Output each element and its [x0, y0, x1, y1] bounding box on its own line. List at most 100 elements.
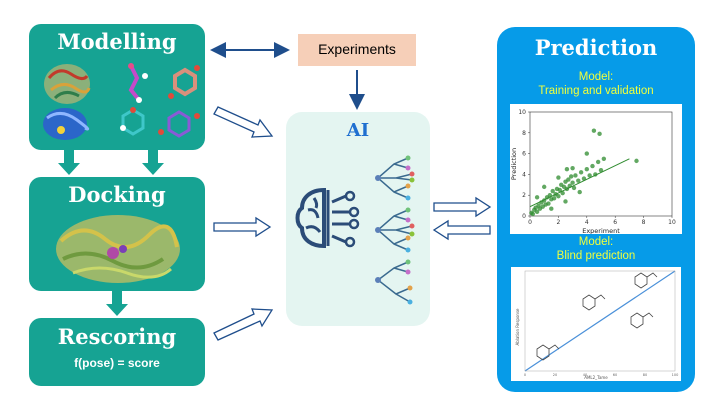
rescoring-title: Rescoring — [57, 324, 177, 349]
rescoring-ai-arrow — [213, 308, 274, 341]
scatter-point — [570, 180, 575, 185]
y-tick-label: 6 — [522, 151, 526, 158]
y-tick-label: 10 — [518, 109, 526, 116]
model2-line2: Blind prediction — [556, 250, 636, 262]
scatter-point — [590, 163, 595, 169]
scatter-point — [584, 167, 589, 172]
scatter-point — [595, 159, 601, 165]
model1-line1: Model: — [578, 71, 614, 83]
scatter-point — [534, 195, 540, 200]
docking-rescoring-arrow — [106, 291, 128, 316]
protein-cartoon-icon — [44, 64, 91, 104]
tree-nodes — [375, 155, 415, 305]
scatter-point — [577, 189, 582, 195]
tree-1 — [377, 157, 413, 199]
rescoring-box: Rescoring f(pose) = score — [29, 318, 205, 386]
x-tick-label: 4 — [585, 219, 589, 226]
trend-line — [529, 158, 630, 208]
molecule-violet-icon — [158, 110, 200, 138]
blind-molecule-2 — [582, 294, 606, 311]
scatter-point — [564, 167, 570, 172]
ai-prediction-arrow — [433, 196, 492, 218]
scatter-point — [560, 190, 565, 196]
scatter-point — [598, 168, 604, 173]
x-axis-label: Experiment — [582, 227, 620, 234]
blind-x-tick-label: 40 — [583, 373, 587, 377]
x-tick-label: 0 — [528, 219, 532, 226]
x-tick-label: 6 — [613, 219, 617, 226]
blind-ylabel: Ablation Response — [515, 308, 520, 346]
tree-2 — [377, 209, 413, 251]
decision-trees-icon — [375, 155, 415, 305]
scatter-point — [549, 206, 554, 211]
scatter-point — [551, 196, 557, 201]
molecule-images — [43, 63, 200, 140]
docking-box: Docking — [29, 177, 205, 291]
experiments-box: Experiments — [298, 34, 416, 66]
ligand-icon — [168, 65, 200, 99]
scatter-point — [556, 194, 561, 199]
scatter-point — [591, 128, 597, 133]
scatter-point — [571, 185, 577, 191]
modelling-ai-arrow — [213, 106, 274, 138]
scatter-point — [570, 165, 575, 171]
modelling-docking-arrow-left — [58, 150, 80, 175]
brain-circuit-icon — [295, 187, 360, 249]
scatter-point — [584, 151, 589, 156]
scatter-point — [634, 158, 639, 164]
molecule-cyan-icon — [120, 107, 145, 136]
scatter-point — [542, 184, 547, 190]
docking-ai-arrow — [213, 216, 272, 238]
docking-protein-image — [56, 215, 180, 283]
scatter-point — [557, 187, 563, 193]
blind-molecule-3 — [630, 312, 654, 329]
ai-label: AI — [346, 120, 370, 141]
model1-line2: Training and validation — [538, 85, 654, 97]
y-tick-label: 0 — [522, 213, 526, 220]
scatter-point — [556, 175, 561, 180]
scatter-point — [568, 174, 574, 179]
scatter-point — [576, 178, 581, 183]
blind-x-tick-label: 100 — [672, 373, 679, 377]
docking-title: Docking — [68, 182, 166, 207]
scatter-point — [601, 156, 607, 161]
scatter-point — [546, 201, 551, 206]
y-tick-label: 4 — [522, 171, 526, 178]
blind-x-tick-label: 0 — [524, 373, 526, 377]
plot-frame — [529, 111, 673, 217]
experiments-label: Experiments — [318, 41, 396, 57]
x-tick-label: 2 — [556, 219, 560, 226]
blind-trend-line — [524, 270, 676, 372]
scatter-point — [587, 173, 592, 178]
scatter-point — [534, 209, 540, 215]
rescoring-formula: f(pose) = score — [74, 356, 160, 370]
scatter-point — [573, 173, 578, 178]
scatter-point — [530, 211, 536, 217]
model2-line1: Model: — [578, 236, 614, 248]
blind-x-tick-label: 60 — [613, 373, 617, 377]
modelling-title: Modelling — [57, 29, 177, 54]
prediction-box: Prediction Model: Training and validatio… — [497, 27, 695, 392]
prediction-title: Prediction — [534, 35, 658, 60]
ai-box: AI — [286, 112, 430, 326]
tree-3 — [377, 261, 411, 303]
scatter-point — [550, 188, 555, 194]
scatter-point — [597, 131, 602, 137]
scatter-point — [578, 170, 584, 175]
blind-x-tick-label: 80 — [643, 373, 647, 377]
y-tick-label: 2 — [522, 192, 526, 199]
blind-molecule-1 — [536, 344, 560, 361]
blind-plot-frame — [524, 270, 676, 372]
y-axis-label: Prediction — [510, 148, 518, 180]
protein-blue-icon — [43, 108, 90, 140]
x-tick-label: 8 — [642, 219, 646, 226]
modelling-box: Modelling — [29, 24, 205, 150]
blind-x-tick-label: 20 — [553, 373, 557, 377]
prediction-ai-arrow — [432, 219, 491, 241]
y-tick-label: 8 — [522, 130, 526, 137]
scatter-point — [563, 199, 568, 204]
